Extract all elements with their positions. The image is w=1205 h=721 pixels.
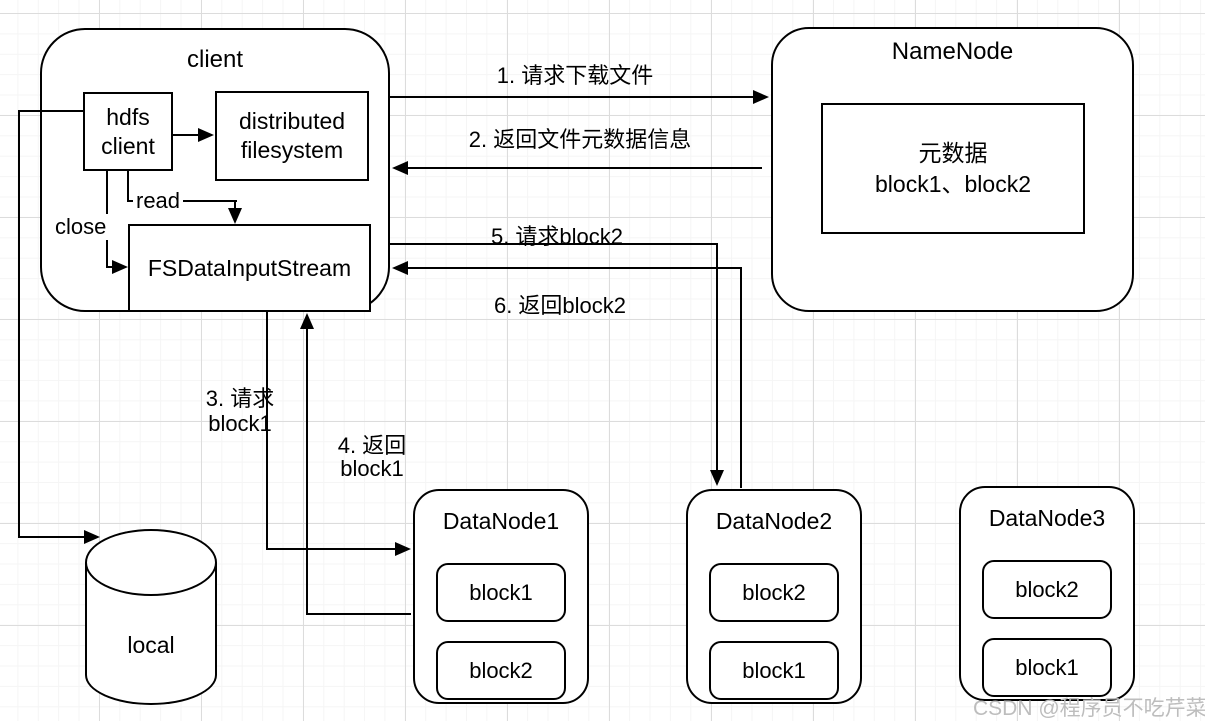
datanode1-block-slot1: block1 <box>436 563 566 622</box>
datanode1-title: DataNode1 <box>442 508 560 534</box>
step3-arrowhead-icon <box>395 542 411 556</box>
datanode2-block-slot1: block2 <box>709 563 839 622</box>
local-link-arrowhead-icon <box>84 530 100 544</box>
datanode1-block1-label: block1 <box>469 579 533 605</box>
datanode2-block1-label: block1 <box>742 657 806 683</box>
step6-arrowhead-icon <box>392 261 408 275</box>
step3-line-horizontal <box>266 548 396 550</box>
datanode2-block-slot2: block1 <box>709 641 839 700</box>
dfs-label-line1: distributed <box>238 108 346 134</box>
step2-line <box>408 167 762 169</box>
datanode3-block-slot2: block1 <box>982 638 1112 697</box>
step4-label-line1: 4. 返回 <box>337 433 407 458</box>
datanode1-box: DataNode1 block1 block2 <box>413 489 589 704</box>
step2-label: 2. 返回文件元数据信息 <box>468 127 692 152</box>
local-link-vertical-line <box>18 110 20 538</box>
dfs-label-line2: filesystem <box>240 137 344 163</box>
hdfs-to-dfs-arrowhead-icon <box>198 128 214 142</box>
hdfs-client-label-line1: hdfs <box>106 103 150 130</box>
read-line-drop <box>234 201 236 210</box>
datanode2-block2-label: block2 <box>742 579 806 605</box>
datanode3-block1-label: block1 <box>1015 654 1079 680</box>
step5-arrowhead-icon <box>710 470 724 486</box>
hdfs-to-dfs-line <box>172 134 200 136</box>
datanode3-block-slot1: block2 <box>982 560 1112 619</box>
fsdatainputstream-box: FSDataInputStream <box>128 224 371 312</box>
datanode3-block2-label: block2 <box>1015 576 1079 602</box>
fsdatainputstream-label: FSDataInputStream <box>147 254 352 281</box>
datanode2-title: DataNode2 <box>715 508 833 534</box>
step1-label: 1. 请求下载文件 <box>496 63 654 88</box>
step6-line-vertical <box>740 267 742 488</box>
step4-line-vertical <box>306 329 308 615</box>
metadata-line1: 元数据 <box>918 139 988 166</box>
watermark-text: CSDN @程序员不吃芹菜 <box>973 697 1205 720</box>
local-link-top-line <box>18 110 84 112</box>
datanode2-box: DataNode2 block2 block1 <box>686 489 862 704</box>
step4-label-line2: block1 <box>340 456 404 481</box>
step3-label-line2: block1 <box>208 411 272 436</box>
hdfs-client-box: hdfs client <box>83 92 173 171</box>
step4-arrowhead-icon <box>300 313 314 329</box>
step3-label-line1: 3. 请求 <box>205 386 275 411</box>
datanode1-block-slot2: block2 <box>436 641 566 700</box>
close-arrowhead-icon <box>112 260 128 274</box>
step5-line-vertical <box>716 243 718 472</box>
datanode1-block2-label: block2 <box>469 657 533 683</box>
local-link-bottom-line <box>18 536 86 538</box>
datanode3-title: DataNode3 <box>988 505 1106 531</box>
step1-line <box>390 96 754 98</box>
metadata-line2: block1、block2 <box>875 170 1031 197</box>
hdfs-client-label-line2: client <box>101 132 155 159</box>
namenode-title: NameNode <box>891 38 1014 65</box>
local-storage-cylinder-top <box>85 529 217 596</box>
local-storage-label: local <box>127 632 175 658</box>
read-arrowhead-icon <box>228 208 242 224</box>
step1-arrowhead-icon <box>753 90 769 104</box>
client-title: client <box>186 46 244 73</box>
step5-label: 5. 请求block2 <box>490 224 624 249</box>
read-label: read <box>133 188 184 214</box>
step6-line-horizontal <box>408 267 742 269</box>
read-line-vertical <box>127 170 129 202</box>
datanode3-box: DataNode3 block2 block1 <box>959 486 1135 701</box>
step3-line-vertical <box>266 312 268 550</box>
distributed-filesystem-box: distributed filesystem <box>215 91 369 181</box>
step5-line-horizontal <box>390 243 718 245</box>
step6-label: 6. 返回block2 <box>493 293 627 318</box>
close-label: close <box>52 214 110 240</box>
step4-line-horizontal <box>307 613 411 615</box>
step2-arrowhead-icon <box>392 161 408 175</box>
metadata-box: 元数据 block1、block2 <box>821 103 1085 234</box>
close-line-horizontal <box>106 266 114 268</box>
